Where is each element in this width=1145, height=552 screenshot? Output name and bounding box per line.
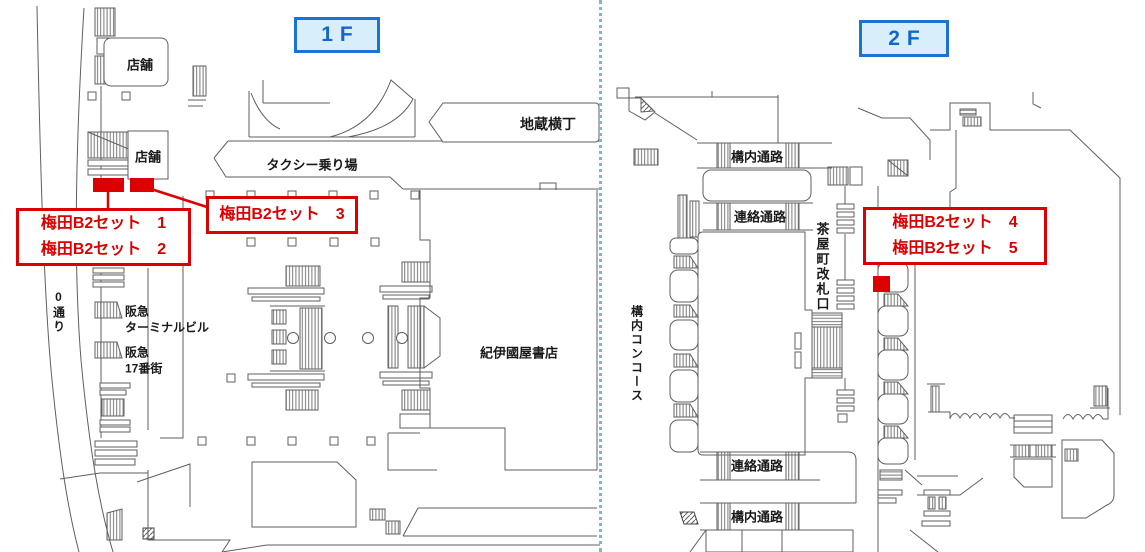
label-street: 0通り — [51, 290, 66, 334]
label-hankyu-terminal-2: ターミナルビル — [125, 320, 210, 335]
ad-marker-set3 — [130, 178, 154, 192]
label-renraku-passage-top: 連絡通路 — [733, 209, 787, 225]
ad-label-set1: 梅田B2セット 1 — [40, 215, 167, 232]
label-taxi-stand: タクシー乗り場 — [266, 157, 358, 173]
label-shop-mid: 店舗 — [134, 149, 162, 165]
label-konai-passage-bottom: 構内通路 — [730, 509, 784, 525]
floor-badge-2f: 2F — [859, 20, 949, 57]
floor-badge-1f: 1F — [294, 17, 380, 53]
floor-divider — [599, 0, 602, 552]
label-hankyu-17-1: 阪急 — [125, 345, 150, 360]
ad-marker-set4-5 — [873, 276, 890, 292]
ad-label-box-set3: 梅田B2セット 3 — [206, 196, 358, 234]
label-shop-top: 店舗 — [126, 57, 154, 73]
ad-annotations — [93, 178, 890, 292]
label-jizo-yokocho: 地蔵横丁 — [520, 116, 576, 132]
label-kinokuniya: 紀伊國屋書店 — [479, 345, 559, 361]
ad-label-set4: 梅田B2セット 4 — [892, 214, 1018, 231]
label-hankyu-terminal-1: 阪急 — [125, 304, 150, 319]
ad-label-set2: 梅田B2セット 2 — [40, 241, 167, 258]
ad-label-set3: 梅田B2セット 3 — [219, 206, 345, 223]
label-konai-concourse: 構内コンコース — [629, 305, 644, 403]
floor-1f-linework — [36, 5, 600, 552]
label-hankyu-17-2: 17番街 — [125, 361, 163, 376]
ad-label-set5: 梅田B2セット 5 — [892, 240, 1018, 257]
label-renraku-passage-bottom: 連絡通路 — [730, 458, 784, 474]
label-chayamachi-gate: 茶屋町改札口 — [814, 222, 830, 312]
leader-line-set3 — [150, 187, 208, 209]
ad-label-box-set4-5: 梅田B2セット 4 梅田B2セット 5 — [863, 207, 1047, 265]
ad-label-box-set1-2: 梅田B2セット 1 梅田B2セット 2 — [16, 208, 191, 266]
label-konai-passage-top: 構内通路 — [730, 149, 784, 165]
ad-marker-set1-2 — [93, 178, 124, 192]
floor-2f-linework — [616, 87, 1121, 552]
